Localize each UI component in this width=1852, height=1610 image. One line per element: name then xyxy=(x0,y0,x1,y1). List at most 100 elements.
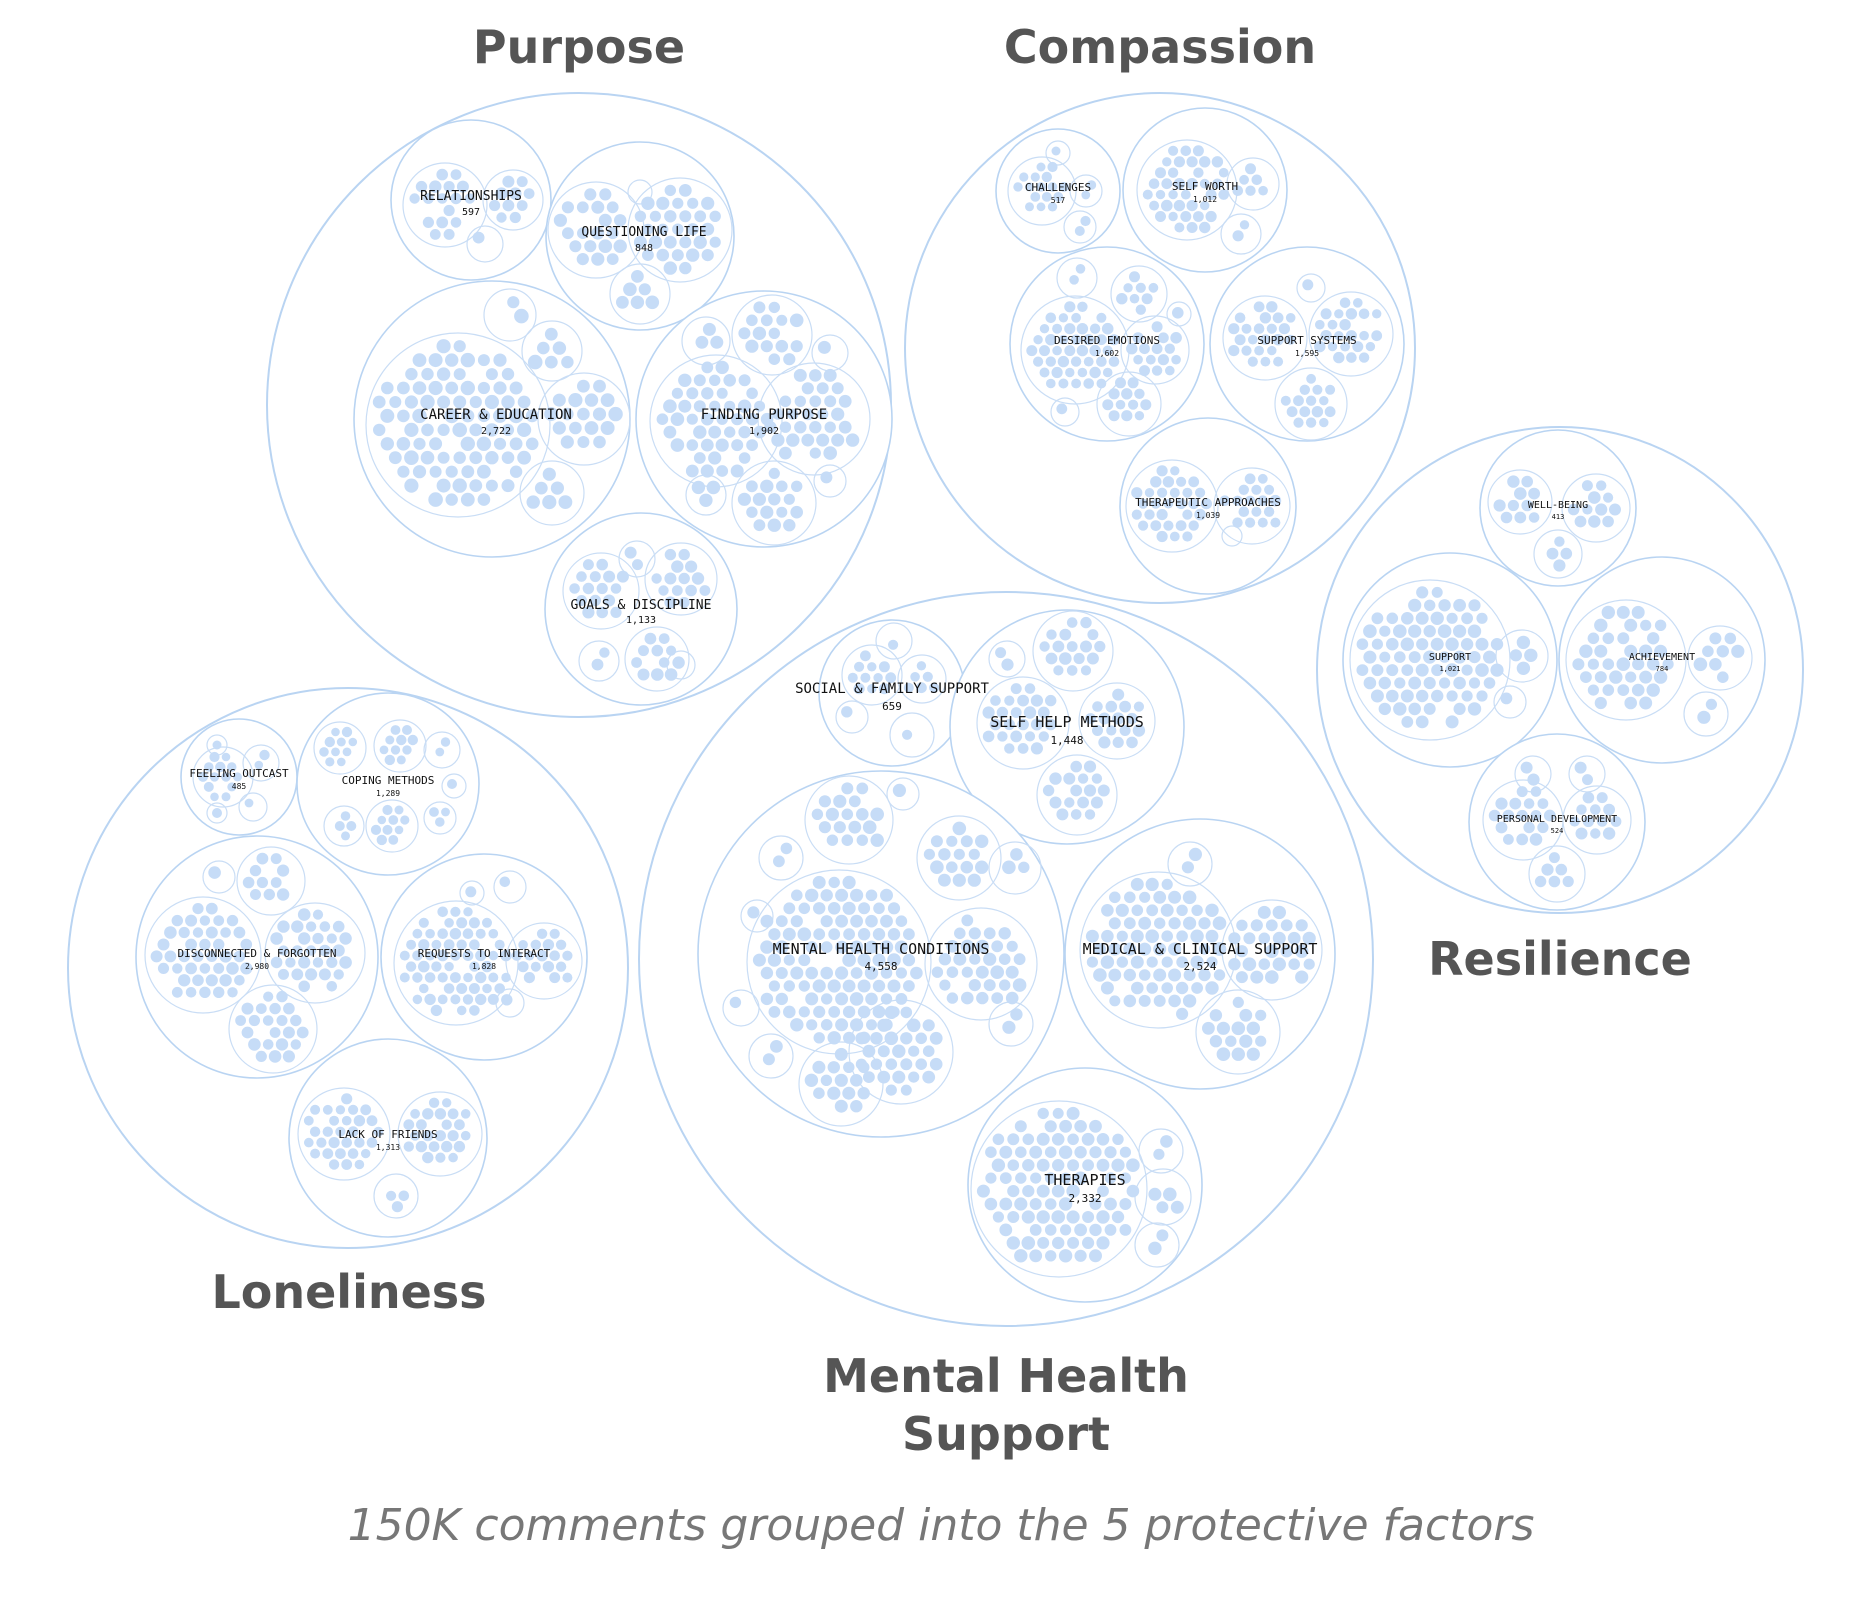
comment-dot xyxy=(342,747,352,757)
comment-dot xyxy=(1007,1211,1020,1223)
comment-dot xyxy=(864,966,879,980)
comment-dot xyxy=(1278,323,1290,335)
comment-dot xyxy=(1094,640,1106,653)
comment-dot xyxy=(1064,301,1076,313)
cluster-count-personal-development: 524 xyxy=(1551,827,1564,835)
comment-dot xyxy=(1198,943,1211,955)
comment-dot xyxy=(1017,718,1029,731)
comment-dot xyxy=(437,928,449,939)
comment-dot xyxy=(638,645,649,657)
comment-dot xyxy=(1581,480,1593,492)
comment-dot xyxy=(701,249,714,262)
comment-dot xyxy=(1590,828,1601,839)
cluster-count-goals-discipline: 1,133 xyxy=(626,615,656,626)
comment-dot xyxy=(437,451,450,464)
comment-dot xyxy=(1030,718,1043,731)
comment-dot xyxy=(946,835,958,847)
comment-dot xyxy=(820,915,833,928)
comment-dot xyxy=(1155,189,1166,200)
cluster-count-medical-clinical-support: 2,524 xyxy=(1183,960,1216,973)
comment-dot xyxy=(276,990,288,1003)
comment-dot xyxy=(1175,981,1189,995)
comment-dot xyxy=(820,889,833,902)
comment-dot xyxy=(610,606,622,619)
cluster-count-achievement: 784 xyxy=(1656,665,1669,673)
comment-dot xyxy=(460,436,475,451)
subcluster-ring xyxy=(1063,210,1097,244)
comment-dot xyxy=(429,437,443,451)
comment-dot xyxy=(860,672,871,683)
comment-dot xyxy=(1423,676,1436,690)
comment-dot xyxy=(422,1108,434,1120)
comment-dot xyxy=(445,465,458,478)
comment-dot xyxy=(1587,632,1600,645)
comment-dot xyxy=(775,992,788,1006)
comment-dot xyxy=(1115,399,1126,410)
comment-dot xyxy=(456,1005,467,1016)
comment-dot xyxy=(1516,833,1529,846)
comment-dot xyxy=(776,314,788,326)
comment-dot xyxy=(775,940,789,954)
comment-dot xyxy=(435,817,445,827)
comment-dot xyxy=(1045,694,1057,707)
comment-dot xyxy=(610,583,622,594)
comment-dot xyxy=(385,735,395,745)
comment-dot xyxy=(1401,716,1414,728)
comment-dot xyxy=(1082,1236,1095,1249)
comment-dot xyxy=(1123,283,1133,293)
comment-dot xyxy=(922,1070,936,1084)
comment-dot xyxy=(332,944,345,957)
comment-dot xyxy=(1116,930,1128,942)
comment-dot xyxy=(208,866,221,879)
comment-dot xyxy=(1272,931,1286,945)
comment-dot xyxy=(1138,520,1149,531)
comment-dot xyxy=(233,772,242,782)
comment-dot xyxy=(589,594,601,607)
comment-dot xyxy=(412,353,427,367)
comment-dot xyxy=(1285,334,1296,345)
comment-dot xyxy=(341,1093,353,1105)
comment-dot xyxy=(1089,323,1101,334)
subcluster-ring xyxy=(1050,397,1080,427)
subcluster-ring xyxy=(916,815,1002,901)
comment-dot xyxy=(1138,916,1152,930)
comment-dot xyxy=(843,928,855,941)
comment-dot xyxy=(1509,797,1522,810)
comment-dot xyxy=(641,196,655,210)
comment-dot xyxy=(1238,484,1250,495)
comment-dot xyxy=(813,902,826,915)
comment-dot xyxy=(331,747,340,757)
comment-dot xyxy=(606,201,619,214)
comment-dot xyxy=(709,374,721,386)
comment-dot xyxy=(309,1126,321,1137)
comment-dot xyxy=(462,950,474,961)
comment-dot xyxy=(923,848,936,860)
comment-dot xyxy=(1346,352,1357,363)
comment-dot xyxy=(1148,178,1160,189)
comment-dot xyxy=(584,188,597,201)
comment-dot xyxy=(834,1099,848,1113)
comment-dot xyxy=(1092,701,1103,712)
comment-dot xyxy=(798,902,811,915)
comment-dot xyxy=(403,1141,414,1152)
comment-dot xyxy=(812,875,826,889)
comment-dot xyxy=(645,295,660,310)
comment-dot xyxy=(1263,506,1275,517)
comment-dot xyxy=(651,644,664,657)
comment-dot xyxy=(1059,628,1072,641)
comment-dot xyxy=(312,957,324,968)
comment-dot xyxy=(1089,1146,1102,1159)
comment-dot xyxy=(805,888,819,902)
comment-dot xyxy=(347,1148,359,1159)
comment-dot xyxy=(1084,809,1096,820)
comment-dot xyxy=(517,961,529,973)
subcluster-ring xyxy=(644,542,718,616)
subcluster-ring xyxy=(886,777,920,811)
comment-dot xyxy=(1295,970,1309,984)
comment-dot xyxy=(1460,638,1474,651)
comment-dot xyxy=(1193,167,1204,178)
comment-dot xyxy=(1453,650,1467,664)
comment-dot xyxy=(1148,282,1159,293)
comment-dot xyxy=(1104,1224,1117,1236)
subcluster-ring xyxy=(423,731,461,769)
